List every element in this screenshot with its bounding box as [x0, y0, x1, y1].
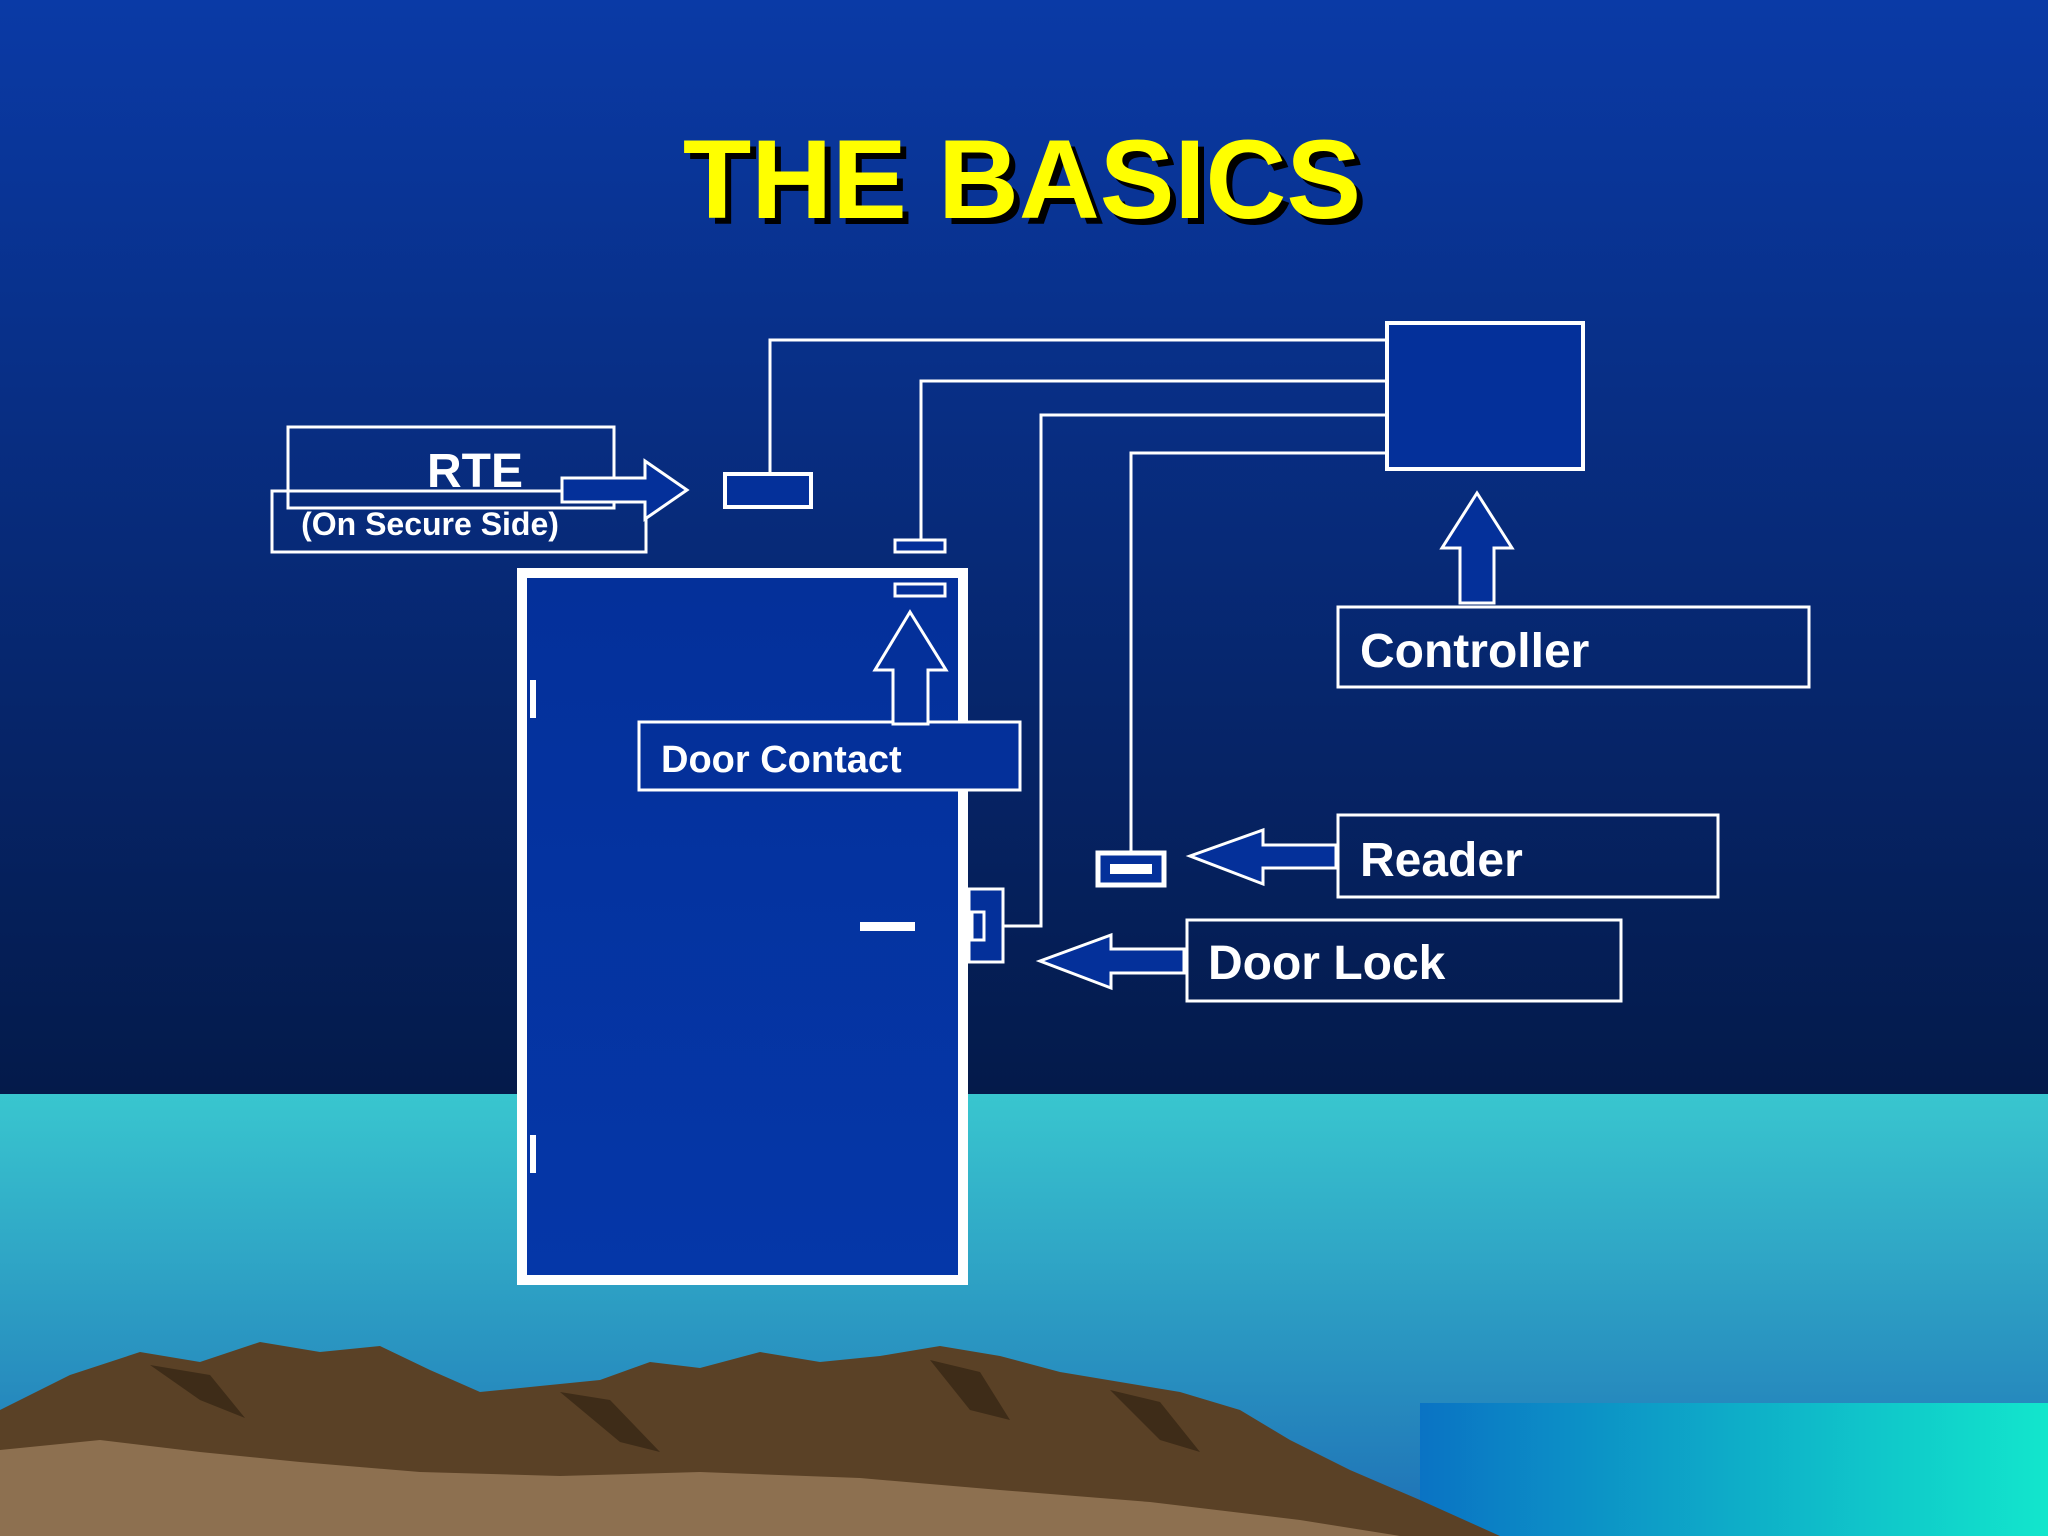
wire-reader: [1129, 451, 1387, 855]
reader-slot: [1110, 864, 1152, 874]
reader-label-box: [1336, 813, 1720, 899]
rte-arrow-icon: [560, 458, 690, 522]
door-contact-sensor: [893, 538, 947, 554]
rte-label: RTE (On Secure Side): [270, 425, 648, 554]
door-magnet: [893, 582, 947, 598]
door-contact-label-box: [637, 720, 1022, 792]
rte-sub-box: [270, 489, 648, 554]
door-contact-arrow-icon: [872, 609, 949, 726]
rte-label-text: RTE: [427, 445, 523, 498]
sea-right: [1420, 1403, 2048, 1536]
door-lock-label-box: [1185, 918, 1623, 1003]
wiring: [768, 338, 1387, 928]
door: [517, 568, 968, 1285]
rte-sub-text: (On Secure Side): [301, 506, 559, 542]
door-hinge-top: [530, 680, 536, 718]
reader-arrow-icon: [1185, 827, 1338, 887]
reader-label-text: Reader: [1360, 834, 1523, 887]
wire-rte: [768, 338, 1387, 472]
rte-device: [723, 472, 813, 509]
sky-background: [0, 0, 2048, 1094]
wire-door-lock: [1003, 413, 1387, 928]
door-hinge-bottom: [530, 1135, 536, 1173]
controller-arrow-icon: [1439, 490, 1515, 605]
rte-label-box: [286, 425, 616, 510]
controller-box: [1385, 321, 1585, 471]
door-lock-label-text: Door Lock: [1208, 937, 1446, 990]
door-handle: [860, 922, 915, 931]
reader-device: [1095, 850, 1167, 888]
slide-title-shadow: THE BASICS: [689, 123, 1367, 248]
door-lock-bolt: [970, 910, 986, 942]
door-lock-arrow-icon: [1035, 932, 1186, 991]
door-contact-label-text: Door Contact: [661, 739, 902, 781]
mountains: [0, 1342, 1500, 1536]
controller-label-text: Controller: [1360, 625, 1589, 678]
wire-door-contact: [919, 379, 1387, 540]
controller-label-box: [1336, 605, 1811, 689]
slide-title: THE BASICS: [683, 117, 1361, 242]
